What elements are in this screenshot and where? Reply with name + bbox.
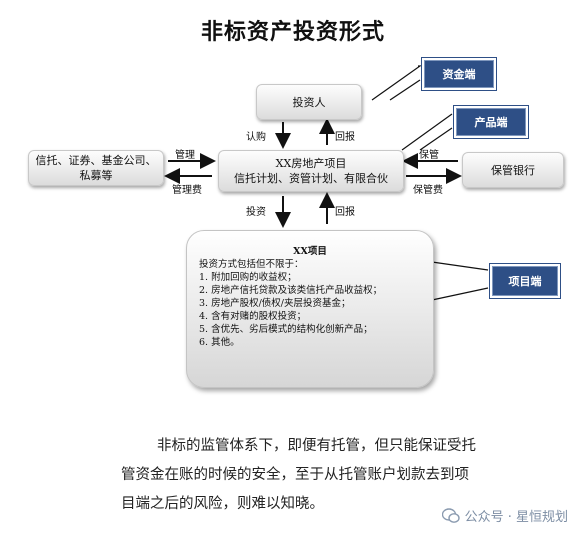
- project-item: 2. 房地产信托贷款及该类信托产品收益权；: [199, 285, 383, 296]
- caption-line-2: 管资金在账的时候的安全，至于从托管账户划款去到项: [121, 467, 469, 483]
- tag-project-label: 项目端: [508, 275, 542, 288]
- bank-label: 保管银行: [491, 163, 535, 177]
- project-item: 5. 含优先、劣后模式的结构化创新产品；: [199, 324, 373, 335]
- tag-project: 项目端: [489, 263, 561, 299]
- tag-capital-label: 资金端: [442, 68, 476, 81]
- watermark: 公众号 · 星恒规划: [441, 506, 568, 525]
- caption-line-1: 非标的监管体系下，即便有托管，但只能保证受托: [157, 438, 476, 454]
- callout-project: [431, 261, 489, 271]
- tag-product-label: 产品端: [474, 116, 508, 129]
- investor-label: 投资人: [292, 95, 326, 109]
- tag-product: 产品端: [453, 105, 529, 139]
- diagram-title: 非标资产投资形式: [200, 20, 385, 45]
- tag-capital: 资金端: [421, 57, 497, 91]
- center-line-1: XX房地产项目: [275, 157, 347, 170]
- project-body: 投资方式包括但不限于： 1. 附加回购的收益权； 2. 房地产信托贷款及该类信托…: [199, 258, 433, 349]
- connector-lines: [164, 65, 489, 301]
- investor-node: 投资人: [256, 84, 362, 120]
- trust-node: 信托、证券、基金公司、私募等: [28, 150, 164, 186]
- watermark-text: 公众号 · 星恒规划: [464, 510, 568, 525]
- project-box: XX项目 投资方式包括但不限于： 1. 附加回购的收益权； 2. 房地产信托贷款…: [186, 230, 434, 388]
- label-invest: 投资: [246, 207, 266, 218]
- caption-line-3: 目端之后的风险，则难以知晓。: [121, 496, 324, 512]
- label-subscribe: 认购: [246, 132, 266, 143]
- project-intro: 投资方式包括但不限于：: [199, 259, 304, 270]
- project-title: XX项目: [293, 246, 327, 257]
- label-manage: 管理: [175, 150, 195, 161]
- trust-label: 信托、证券、基金公司、私募等: [35, 154, 157, 182]
- label-manage-fee: 管理费: [172, 185, 202, 196]
- project-item: 3. 房地产股权/债权/夹层投资基金；: [199, 298, 351, 309]
- center-line-2: 信托计划、资管计划、有限合伙: [234, 172, 388, 185]
- label-return-bottom: 回报: [335, 207, 355, 218]
- wechat-icon: [441, 507, 460, 523]
- project-item: 4. 含有对赌的股权投资；: [199, 311, 307, 322]
- center-node: XX房地产项目 信托计划、资管计划、有限合伙: [218, 150, 404, 192]
- label-return-top: 回报: [335, 132, 355, 143]
- project-item: 1. 附加回购的收益权；: [199, 272, 297, 283]
- label-custody: 保管: [419, 150, 439, 161]
- bank-node: 保管银行: [462, 152, 564, 188]
- label-custody-fee: 保管费: [413, 185, 443, 196]
- caption-text: 非标的监管体系下，即便有托管，但只能保证受托 管资金在账的时候的安全，至于从托管…: [121, 432, 509, 519]
- callout-capital: [371, 65, 422, 101]
- project-item: 6. 其他。: [199, 337, 240, 348]
- callout-product: [401, 113, 453, 151]
